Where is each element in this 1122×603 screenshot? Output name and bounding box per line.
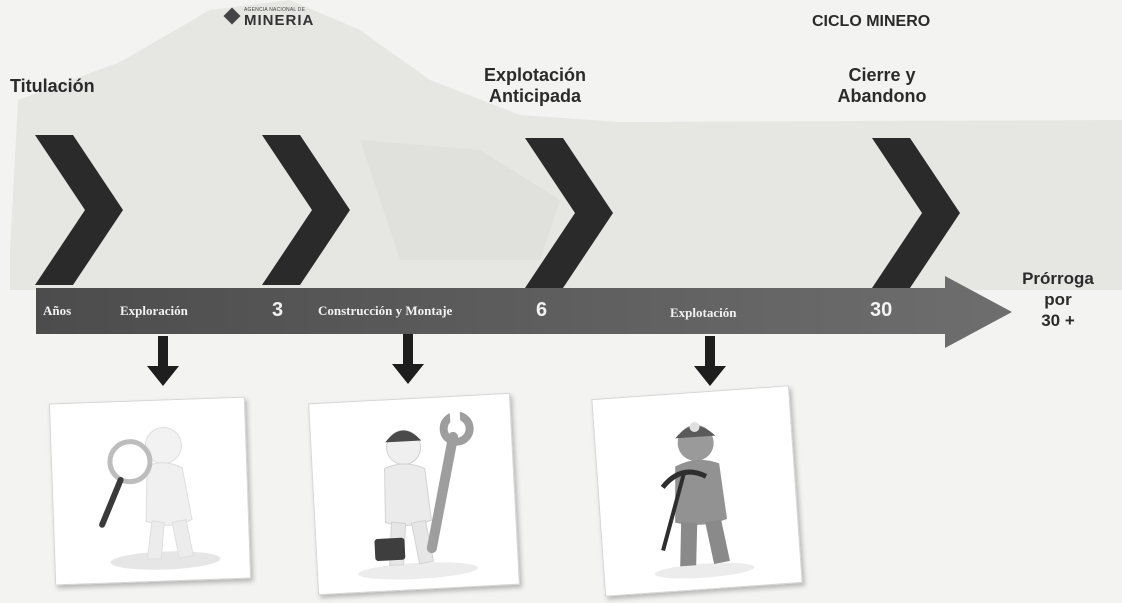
down-arrow-icon	[694, 336, 726, 386]
timeline-years-label: Años	[43, 303, 72, 318]
magnifier-figure-icon	[99, 427, 221, 570]
photo-exploracion	[48, 396, 252, 586]
diamond-icon	[223, 7, 241, 25]
pickaxe-miner-icon	[654, 422, 755, 579]
stage-titulacion: Titulación	[10, 76, 95, 96]
prorroga-line1: Prórroga	[1022, 269, 1094, 288]
down-arrow-icon	[392, 334, 424, 384]
photo-construccion	[308, 392, 520, 596]
prorroga-line2: por	[1044, 290, 1072, 309]
stage-explotacion-line1: Explotación	[483, 65, 586, 85]
chevron-cierre	[872, 138, 960, 288]
timeline-mark-30: 30	[870, 299, 893, 321]
timeline-arrow	[36, 276, 1012, 348]
timeline-phase-exploracion: Exploración	[120, 303, 188, 318]
stage-cierre-line1: Cierre y	[848, 65, 916, 85]
timeline-phase-explotacion: Explotación	[670, 305, 737, 320]
chevron-titulacion	[35, 135, 123, 285]
page-title: CICLO MINERO	[812, 13, 931, 30]
wrench-figure-icon	[358, 410, 478, 580]
timeline-mark-6: 6	[536, 299, 548, 321]
timeline-mark-3: 3	[272, 299, 284, 321]
prorroga-line3: 30 +	[1041, 311, 1075, 330]
stage-explotacion-line2: Anticipada	[488, 86, 581, 106]
logo-small-text: AGENCIA NACIONAL DE	[244, 7, 306, 13]
prorroga-label: Prórroga por 30 +	[1008, 268, 1108, 331]
stage-explotacion-anticipada: Explotación Anticipada	[455, 65, 615, 107]
down-arrow-icon	[147, 336, 179, 386]
logo-large-text: MINERIA	[244, 12, 315, 29]
stage-cierre-line2: Abandono	[837, 86, 927, 106]
timeline-phase-construccion: Construcción y Montaje	[318, 303, 453, 318]
chevron-explotacion	[525, 138, 613, 288]
photo-explotacion	[591, 385, 803, 597]
chevron-construccion	[262, 135, 350, 285]
stage-cierre: Cierre y Abandono	[822, 65, 942, 107]
agency-logo: AGENCIA NACIONAL DE MINERIA	[222, 4, 342, 34]
